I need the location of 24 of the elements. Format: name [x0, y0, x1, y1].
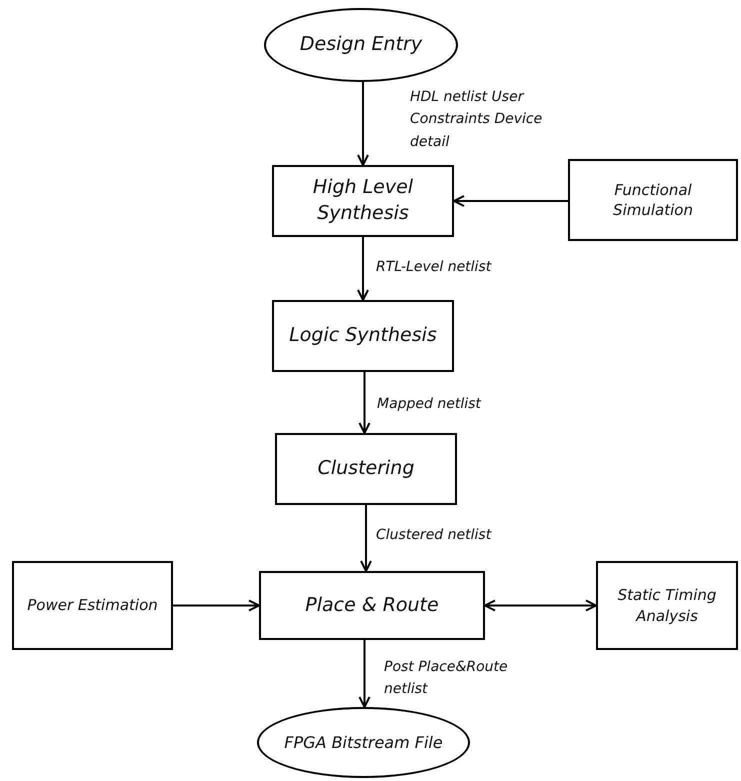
- node-label: Functional Simulation: [612, 180, 694, 220]
- node-label: Design Entry: [300, 32, 422, 58]
- arrow: [360, 505, 372, 572]
- node-label: Static Timing Analysis: [616, 585, 718, 626]
- node-label: High Level Synthesis: [312, 175, 414, 226]
- node-label: Clustering: [318, 456, 414, 482]
- process-box: [272, 165, 454, 237]
- arrow: [357, 82, 369, 166]
- process-box: [12, 561, 173, 650]
- node-label: FPGA Bitstream File: [284, 732, 443, 754]
- arrow: [358, 640, 370, 708]
- arrow: [173, 600, 260, 612]
- arrow: [358, 372, 370, 434]
- node-label: Power Estimation: [27, 595, 158, 616]
- arrow: [484, 600, 597, 612]
- process-box: [259, 571, 485, 640]
- node-label: Logic Synthesis: [289, 323, 437, 348]
- process-box: [596, 561, 738, 650]
- node-label: Place & Route: [305, 592, 439, 618]
- process-box: [272, 300, 454, 372]
- arrow: [357, 237, 369, 301]
- process-box: [568, 159, 738, 241]
- process-box: [275, 433, 457, 505]
- arrow: [453, 195, 568, 207]
